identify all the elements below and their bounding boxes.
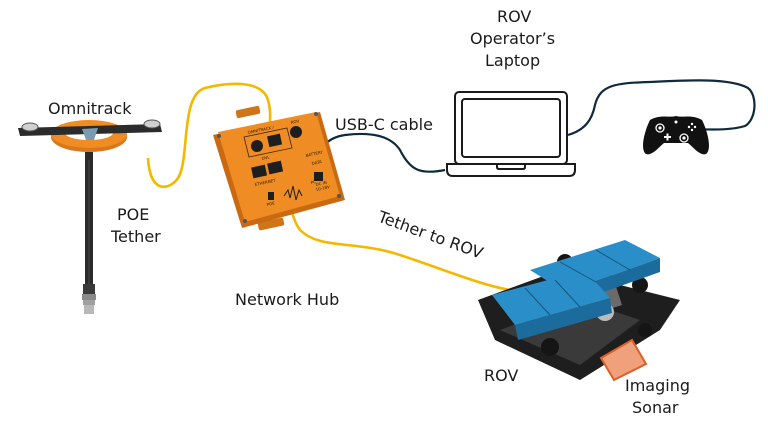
imaging-sonar-label-line1: Imaging (625, 376, 691, 395)
hub-label-dc-voltage: 10-18V (315, 184, 330, 192)
poe-tether-label-line2: Tether (111, 227, 161, 246)
rov-device (478, 240, 680, 380)
hub-label-dc-in: DC IN (315, 180, 327, 187)
hub-label-battery: BATTERY (305, 149, 324, 158)
hub-label-dvl: DVL (261, 154, 271, 161)
poe-cable (146, 82, 272, 189)
hub-label-ethernet: ETHERNET (254, 178, 276, 187)
imaging-sonar-label-line2: Sonar (632, 398, 679, 417)
usb-c-cable-label: USB-C cable (335, 115, 433, 134)
rov-label: ROV (484, 366, 519, 385)
network-hub-device (213, 105, 345, 231)
network-hub-label: Network Hub (235, 290, 340, 309)
controller-cable (567, 79, 756, 137)
poe-tether-label-line1: POE (117, 205, 150, 224)
hub-label-pc: PC (310, 179, 316, 185)
laptop-label-line2: Operator’s (470, 29, 556, 48)
laptop-icon (446, 91, 576, 177)
hub-label-omnitrack: OMNITRACK / (247, 124, 275, 135)
omnitrack-label: Omnitrack (48, 99, 132, 118)
hub-label-poe: POE (266, 200, 275, 207)
omnitrack-device (18, 119, 162, 314)
hub-label-data: DATA (311, 159, 322, 166)
laptop-label-line3: Laptop (485, 51, 541, 70)
game-controller-icon (643, 116, 709, 155)
hub-port-labels: OMNITRACK / DVL ROV ETHERNET BATTERY DAT… (247, 118, 330, 207)
laptop-label-line1: ROV (497, 7, 532, 26)
hub-label-rov: ROV (290, 118, 300, 125)
imaging-sonar-box (599, 338, 648, 382)
